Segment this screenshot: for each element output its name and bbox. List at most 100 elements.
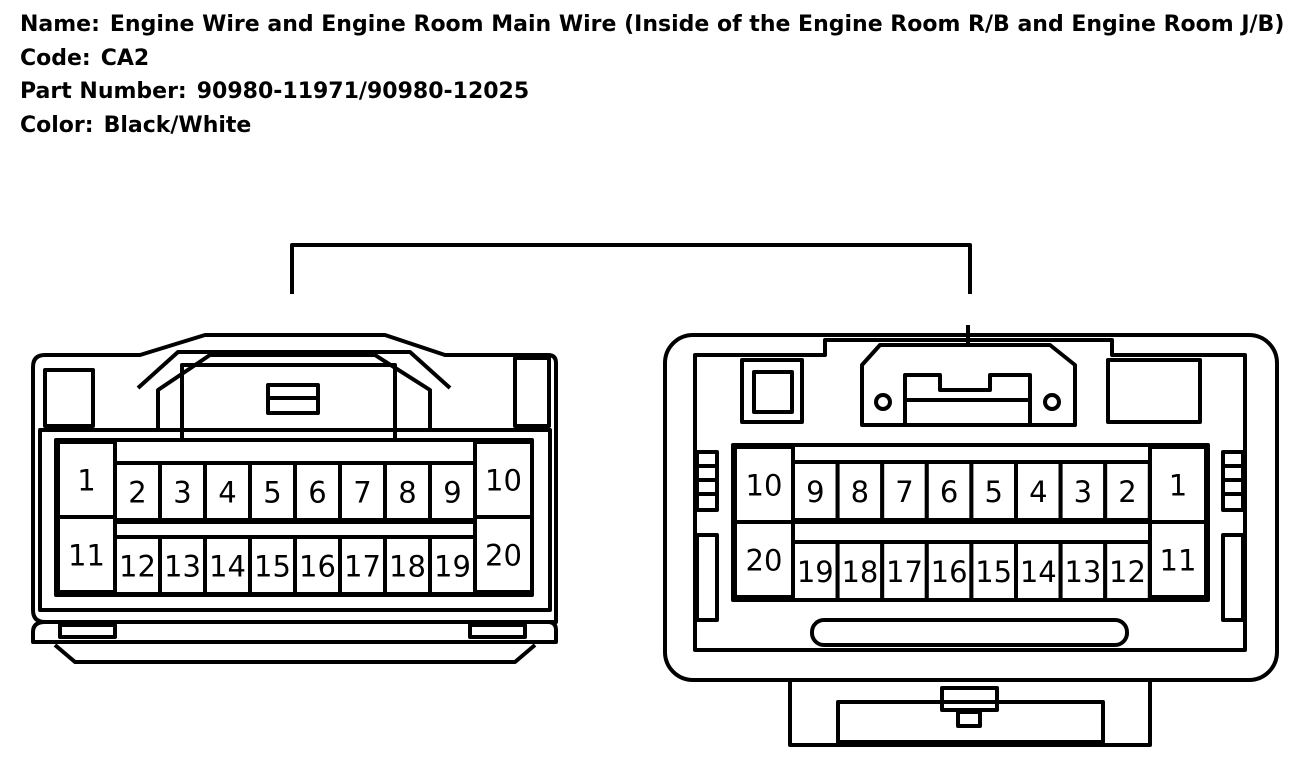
left-bottom-flange [31, 620, 558, 644]
right-pin: 17 [880, 540, 929, 602]
left-pin-label: 14 [209, 550, 246, 584]
right-pin: 13 [1058, 540, 1108, 602]
right-side-ribs-right [1221, 450, 1245, 622]
left-corner-block-left [43, 368, 95, 428]
right-pin-label: 1 [1169, 469, 1187, 503]
part-number-label: Part Number: [20, 79, 187, 104]
left-pin-cavity [383, 535, 432, 596]
left-pin-cavity [338, 461, 387, 522]
left-pin: 3 [158, 461, 207, 522]
right-pin: 12 [1103, 540, 1152, 602]
left-pin-label: 7 [353, 476, 371, 510]
right-latch-hole-right [1043, 393, 1061, 411]
name-value: Engine Wire and Engine Room Main Wire (I… [109, 12, 1285, 37]
right-pin-cavity [924, 460, 974, 522]
right-pin-label: 2 [1118, 475, 1136, 509]
right-bottom-key [940, 686, 999, 712]
connector-info: Name:Engine Wire and Engine Room Main Wi… [20, 8, 1284, 142]
left-pin-label: 2 [128, 476, 146, 510]
left-pin: 9 [428, 461, 477, 522]
right-corner-block-right [1106, 358, 1202, 424]
right-corner-block-left [740, 358, 804, 424]
left-pin-label: 19 [434, 550, 471, 584]
right-pin-label: 5 [984, 475, 1002, 509]
right-pin: 8 [835, 460, 885, 522]
right-bottom-key-stem [956, 710, 982, 728]
color-row: Color:Black/White [20, 109, 1284, 143]
left-pin-label: 17 [344, 550, 381, 584]
name-row: Name:Engine Wire and Engine Room Main Wi… [20, 8, 1284, 42]
left-pin-label: 10 [485, 464, 522, 498]
right-pin: 18 [835, 540, 885, 602]
left-pin-label: 4 [218, 476, 236, 510]
left-pin: 11 [56, 515, 117, 594]
right-pin-cavity [1058, 460, 1108, 522]
right-pin: 19 [791, 540, 840, 602]
right-pin-label: 4 [1029, 475, 1047, 509]
code-label: Code: [20, 45, 91, 71]
right-pin-label: 16 [931, 555, 968, 589]
left-pin-label: 11 [68, 539, 105, 573]
left-pin: 6 [293, 461, 342, 522]
color-label: Color: [20, 112, 94, 138]
right-pin-cavity [1014, 540, 1063, 602]
left-pin-cavity [428, 461, 477, 522]
code-value: CA2 [100, 45, 150, 71]
right-pin: 14 [1014, 540, 1063, 602]
left-pin-cavity [113, 461, 162, 522]
right-latch-hole-left [874, 393, 892, 411]
left-pin-label: 1 [77, 464, 95, 498]
left-pin: 19 [428, 535, 477, 596]
right-pin: 5 [969, 460, 1019, 522]
left-pin-cavity [293, 535, 342, 596]
left-pin: 20 [473, 515, 534, 594]
left-pin: 13 [158, 535, 207, 596]
right-pin-cavity [1014, 460, 1063, 522]
left-latch-arm [156, 353, 432, 430]
right-pin: 20 [733, 520, 795, 599]
left-latch-inner [180, 363, 397, 440]
left-pin-cavity [428, 535, 477, 596]
right-pin-label: 14 [1020, 555, 1057, 589]
left-pin-label: 13 [164, 550, 201, 584]
left-pin-label: 20 [485, 539, 522, 573]
left-pin-cavity [473, 515, 534, 594]
right-pin: 6 [924, 460, 974, 522]
right-bottom-tab-inner [836, 700, 1105, 744]
left-pin-label: 18 [389, 550, 426, 584]
left-pin: 8 [383, 461, 432, 522]
right-pin: 11 [1148, 520, 1208, 599]
left-latch-ramp [136, 350, 452, 390]
right-pin-label: 18 [841, 555, 878, 589]
left-pin-cavity [248, 535, 297, 596]
right-pin-label: 7 [895, 475, 913, 509]
pairing-bracket [290, 243, 972, 294]
left-bottom-skirt [53, 643, 537, 664]
left-pin: 1 [56, 440, 117, 519]
right-pin-label: 11 [1160, 544, 1197, 578]
left-pin: 18 [383, 535, 432, 596]
right-pin-label: 20 [746, 544, 783, 578]
right-pin-label: 6 [940, 475, 958, 509]
right-pin-cavity [1103, 460, 1152, 522]
left-pin: 14 [203, 535, 252, 596]
right-pin-label: 9 [806, 475, 824, 509]
left-pin: 12 [113, 535, 162, 596]
part-number-value: 90980-11971/90980-12025 [196, 79, 530, 104]
left-pin-label: 8 [398, 476, 416, 510]
left-pin-label: 16 [299, 550, 336, 584]
code-row: Code: CA2 [20, 42, 1284, 76]
right-pin-label: 15 [975, 555, 1012, 589]
left-pin: 2 [113, 461, 162, 522]
left-pin: 10 [473, 440, 534, 519]
left-pin: 17 [338, 535, 387, 596]
right-pin: 15 [969, 540, 1019, 602]
right-pin-label: 8 [851, 475, 869, 509]
left-pin-label: 12 [119, 550, 156, 584]
right-slot [810, 618, 1129, 647]
left-pin-label: 15 [254, 550, 291, 584]
